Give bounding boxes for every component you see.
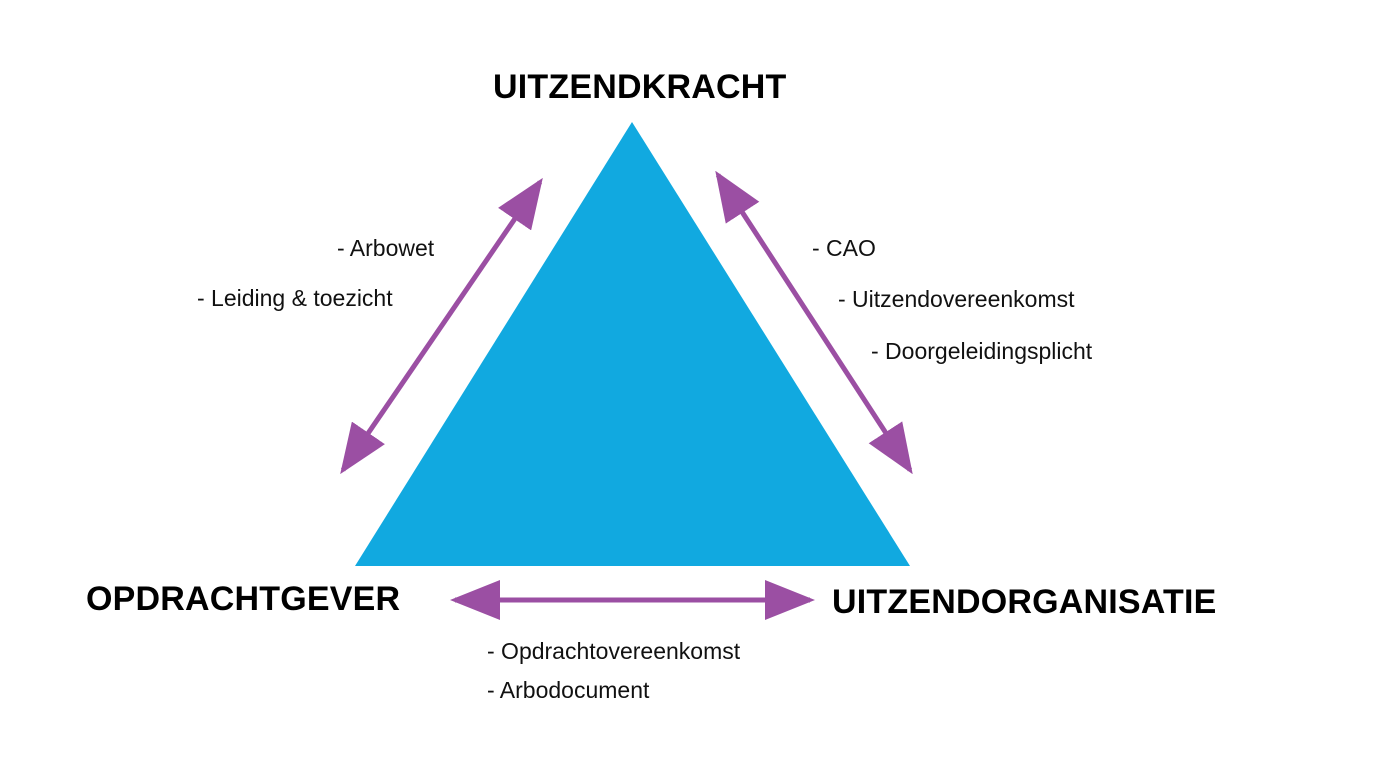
arrow-uitzendkracht-opdrachtgever [340, 177, 543, 475]
relation-right-item: - Uitzendovereenkomst [838, 286, 1075, 312]
node-opdrachtgever: OPDRACHTGEVER [86, 580, 401, 618]
node-uitzendkracht: UITZENDKRACHT [493, 68, 787, 106]
relation-right-item: - CAO [812, 235, 876, 261]
relation-bottom-item: - Opdrachtovereenkomst [487, 638, 741, 664]
relation-right-item: - Doorgeleidingsplicht [871, 338, 1093, 364]
relation-bottom-item: - Arbodocument [487, 677, 650, 703]
relation-left-item: - Leiding & toezicht [197, 285, 393, 311]
node-uitzendorganisatie: UITZENDORGANISATIE [832, 583, 1217, 621]
relation-left-item: - Arbowet [337, 235, 435, 261]
arrow-uitzendkracht-uitzendorganisatie [715, 170, 913, 475]
